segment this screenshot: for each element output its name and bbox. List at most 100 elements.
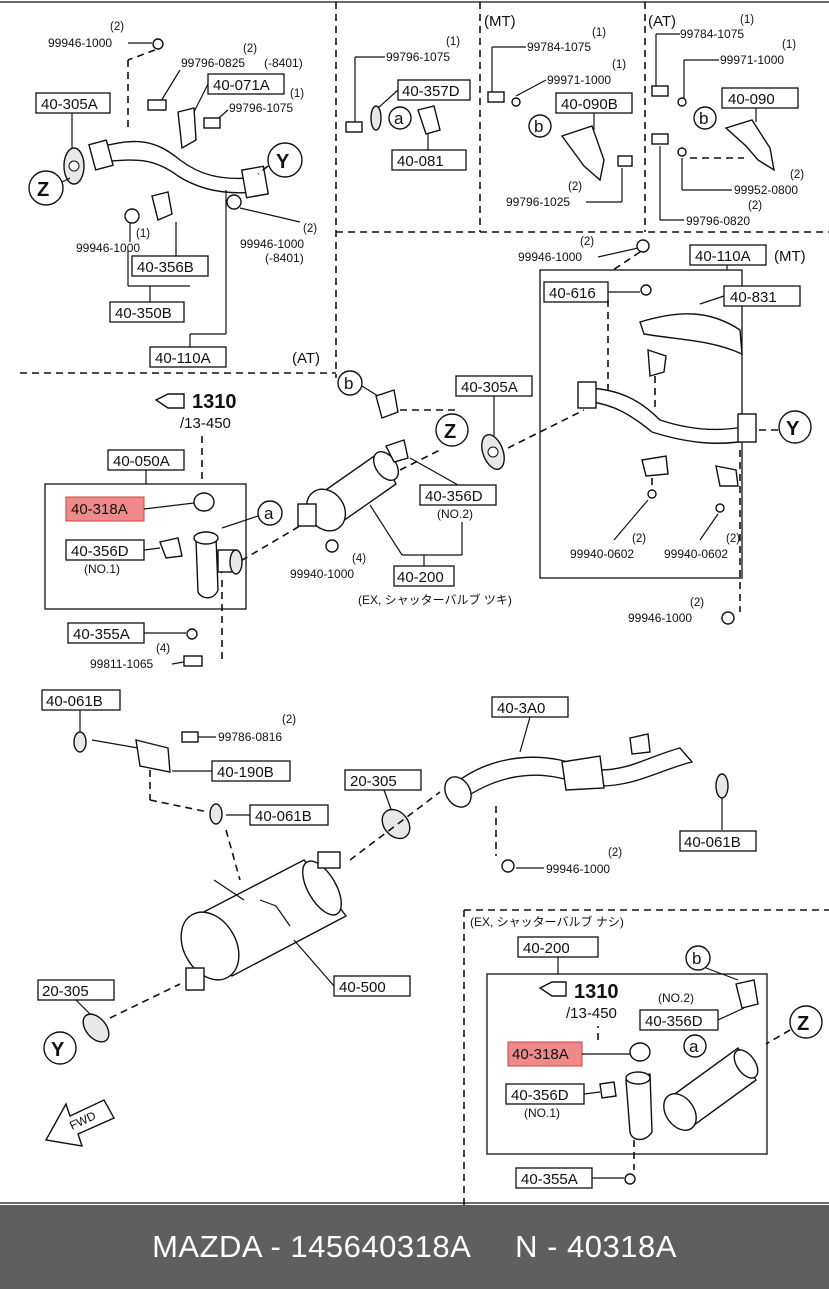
part-number: 99952-0800 <box>734 183 798 197</box>
part-number: 99971-1000 <box>720 53 784 67</box>
part-box-label: 40-081 <box>397 153 444 170</box>
highlighted-part-label: 40-318A <box>512 1046 569 1063</box>
part-number: 99971-1000 <box>547 73 611 87</box>
qty-label: (4) <box>156 643 170 655</box>
qty-label: (1) <box>592 27 606 39</box>
circle-ref: Z <box>797 1013 809 1035</box>
ref-number: 1310 <box>574 981 619 1003</box>
part-number: 99796-1025 <box>506 195 570 209</box>
part-box-label: 40-831 <box>730 289 777 306</box>
qty-note: (NO.2) <box>658 991 694 1005</box>
circle-ref: b <box>534 117 543 136</box>
qty-label: (1) <box>290 88 304 100</box>
part-number: 99811-1065 <box>90 657 153 671</box>
part-box-label: 40-071A <box>213 77 270 94</box>
qty-label: (2) <box>568 181 582 193</box>
footer-caption: MAZDA - 145640318A N - 40318A <box>152 1229 677 1264</box>
part-number: 99796-0820 <box>686 214 750 228</box>
part-number: 99786-0816 <box>218 730 282 744</box>
circle-ref: Y <box>276 151 290 173</box>
part-box-label: 40-090 <box>728 91 775 108</box>
variant-note: (EX, シャッターバルブ ツキ) <box>358 592 512 607</box>
highlighted-part-label: 40-318A <box>71 501 128 518</box>
ex-nashi-group-frame <box>486 973 768 1155</box>
part-box-label: 40-200 <box>397 569 444 586</box>
part-number: 99940-0602 <box>664 547 728 561</box>
circle-ref: a <box>264 504 274 523</box>
part-number: 99784-1075 <box>680 27 744 41</box>
part-box-label: 40-110A <box>695 248 751 265</box>
qty-label: (2) <box>690 597 704 609</box>
part-box <box>131 255 209 277</box>
part-box-label: 40-305A <box>461 379 518 396</box>
part-box-label: 40-500 <box>339 979 386 996</box>
part-number: 99796-1075 <box>229 101 293 115</box>
part-box-label: 40-355A <box>73 626 130 643</box>
qty-label: (2) <box>726 533 740 545</box>
qty-label: (2) <box>243 43 257 55</box>
part-box-label: 40-356D <box>645 1013 703 1030</box>
qty-label: (2) <box>632 533 646 545</box>
part-box-label: 40-357D <box>402 83 460 100</box>
part-box-label: 40-356D <box>511 1087 569 1104</box>
fwd-arrow-icon <box>44 1099 115 1147</box>
part-number: 99946-1000 <box>518 250 582 264</box>
qty-label: (2) <box>303 223 317 235</box>
part-box-label: 40-050A <box>113 453 170 470</box>
circle-ref: Z <box>37 179 49 201</box>
ref-number: 1310 <box>192 391 237 413</box>
qty-label: (1) <box>136 228 150 240</box>
part-note: (-8401) <box>265 251 304 265</box>
part-box-label: 40-355A <box>521 1171 578 1188</box>
part-box-label: 40-200 <box>523 940 570 957</box>
circle-ref: b <box>692 949 701 968</box>
part-box-label: 40-356D <box>425 488 483 505</box>
part-box <box>149 346 227 368</box>
circle-ref: b <box>344 374 353 393</box>
qty-label: (2) <box>580 236 594 248</box>
qty-label: (4) <box>352 553 366 565</box>
part-box <box>689 244 767 266</box>
section-note: (MT) <box>484 13 516 30</box>
part-box <box>41 689 121 711</box>
part-box-label: 40-350B <box>115 305 172 322</box>
part-number: 99946-1000 <box>546 862 610 876</box>
part-box <box>679 830 757 852</box>
part-number: 99946-1000 <box>48 36 112 50</box>
part-number: 99796-1075 <box>386 50 450 64</box>
part-box-label: 40-190B <box>217 764 274 781</box>
part-box-label: 20-305 <box>42 983 89 1000</box>
qty-note: (NO.2) <box>437 507 473 521</box>
variant-note: (EX, シャッターバルブ ナシ) <box>470 914 624 929</box>
qty-note: (NO.1) <box>524 1106 560 1120</box>
part-box-label: 40-110A <box>155 350 211 367</box>
qty-label: (2) <box>110 21 124 33</box>
part-number: 99940-0602 <box>570 547 634 561</box>
part-number: 99946-1000 <box>628 611 692 625</box>
part-number-footer: MAZDA - 145640318A N - 40318A <box>0 1205 829 1289</box>
qty-label: (1) <box>446 36 460 48</box>
circle-ref: a <box>689 1037 699 1056</box>
ref-subnumber: /13-450 <box>180 415 231 432</box>
part-note: (-8401) <box>264 56 303 70</box>
section-note: (MT) <box>774 248 806 265</box>
part-number: 99940-1000 <box>290 567 354 581</box>
qty-label: (1) <box>740 14 754 26</box>
part-box-label: 40-616 <box>549 285 596 302</box>
section-note: (AT) <box>648 13 676 30</box>
part-box-label: 40-061B <box>255 808 312 825</box>
highlighted-part-box[interactable] <box>65 496 145 522</box>
part-box <box>109 301 185 323</box>
qty-label: (1) <box>782 39 796 51</box>
part-box-label: 40-305A <box>41 96 98 113</box>
qty-label: (2) <box>282 714 296 726</box>
qty-label: (2) <box>748 200 762 212</box>
circle-ref: b <box>699 109 708 128</box>
part-box <box>721 87 799 109</box>
circle-ref: a <box>394 109 404 128</box>
part-box-label: 40-061B <box>46 693 103 710</box>
part-box <box>35 92 111 114</box>
part-number: 99796-0825 <box>181 56 245 70</box>
part-box-label: 20-305 <box>350 773 397 790</box>
parts-diagram: (2) 99946-1000 (2) 99796-0825 (-8401) 40… <box>0 0 829 1205</box>
